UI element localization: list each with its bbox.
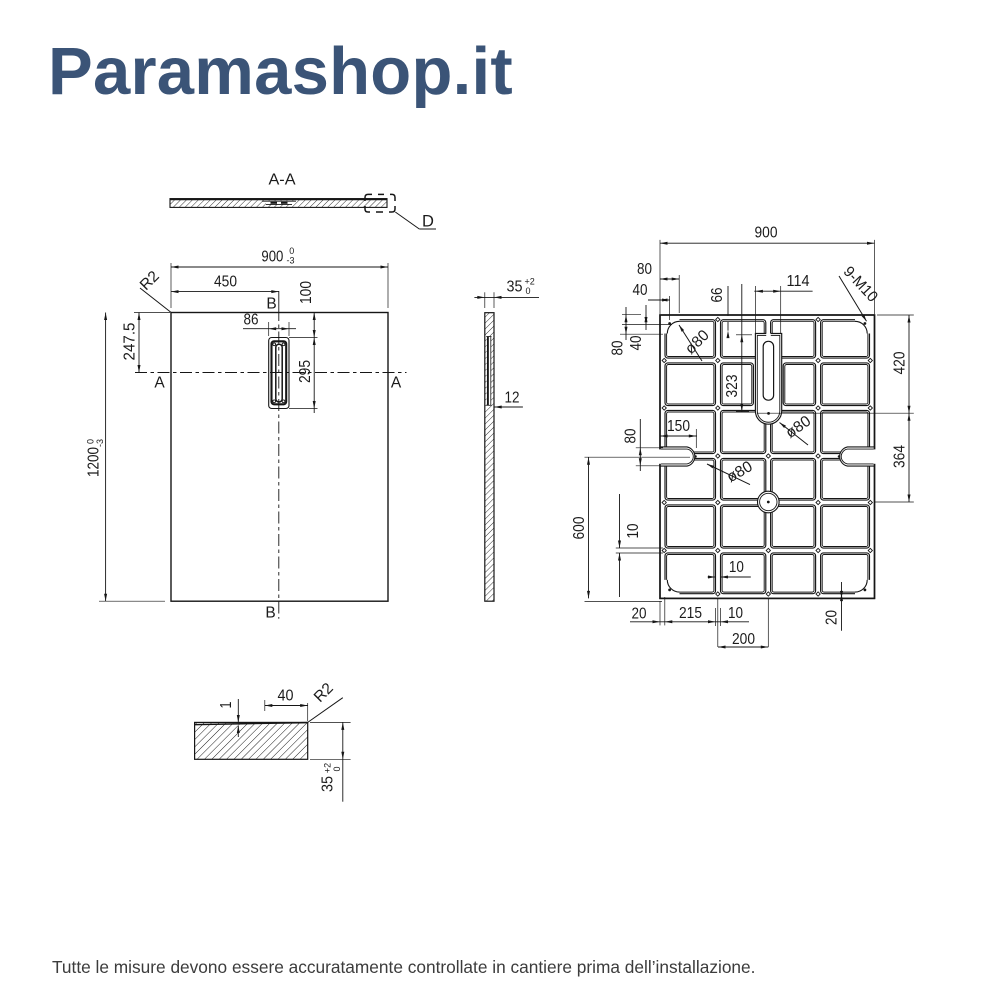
svg-text:215: 215	[679, 605, 702, 622]
svg-text:+2: +2	[323, 763, 333, 773]
svg-text:12: 12	[505, 390, 520, 407]
svg-text:200: 200	[732, 631, 755, 648]
svg-text:0: 0	[86, 439, 96, 444]
svg-text:600: 600	[571, 516, 588, 539]
svg-text:35: 35	[320, 776, 337, 792]
svg-text:ø80: ø80	[724, 458, 756, 486]
svg-text:114: 114	[787, 273, 810, 290]
svg-text:A: A	[391, 375, 402, 392]
svg-text:247.5: 247.5	[121, 323, 138, 361]
svg-text:10: 10	[729, 559, 744, 576]
svg-text:20: 20	[632, 606, 647, 623]
svg-text:40: 40	[278, 687, 294, 704]
svg-text:B: B	[266, 296, 276, 313]
svg-text:10: 10	[728, 605, 743, 622]
svg-text:D: D	[422, 213, 434, 231]
svg-text:A: A	[154, 375, 165, 392]
svg-text:450: 450	[214, 274, 237, 291]
svg-text:ø80: ø80	[682, 327, 713, 358]
svg-text:80: 80	[610, 340, 627, 355]
svg-text:ø80: ø80	[783, 412, 815, 441]
svg-text:+2: +2	[525, 277, 535, 287]
svg-text:R2: R2	[311, 680, 337, 706]
svg-text:364: 364	[891, 445, 908, 468]
svg-text:-3: -3	[95, 439, 105, 447]
svg-text:1200: 1200	[85, 447, 102, 477]
svg-text:900: 900	[755, 225, 778, 242]
svg-text:40: 40	[628, 335, 645, 350]
svg-text:295: 295	[297, 360, 314, 383]
svg-text:100: 100	[298, 281, 315, 304]
svg-text:900: 900	[261, 249, 283, 266]
svg-text:20: 20	[824, 610, 841, 625]
svg-text:150: 150	[667, 418, 690, 435]
svg-text:0: 0	[289, 246, 294, 256]
svg-text:80: 80	[623, 428, 640, 443]
svg-text:1: 1	[218, 702, 235, 709]
svg-text:40: 40	[633, 282, 648, 299]
svg-text:9-M10: 9-M10	[840, 263, 881, 306]
svg-text:R2: R2	[137, 268, 163, 294]
svg-text:66: 66	[709, 288, 726, 303]
svg-text:35: 35	[507, 278, 523, 295]
svg-text:420: 420	[891, 351, 908, 374]
svg-text:86: 86	[244, 311, 259, 328]
svg-text:0: 0	[332, 766, 342, 771]
svg-text:80: 80	[637, 261, 652, 278]
svg-text:-3: -3	[286, 256, 294, 266]
svg-text:10: 10	[625, 523, 642, 538]
svg-text:B: B	[265, 605, 275, 622]
svg-text:0: 0	[526, 286, 531, 296]
svg-text:323: 323	[724, 375, 741, 398]
svg-text:A-A: A-A	[269, 172, 296, 189]
